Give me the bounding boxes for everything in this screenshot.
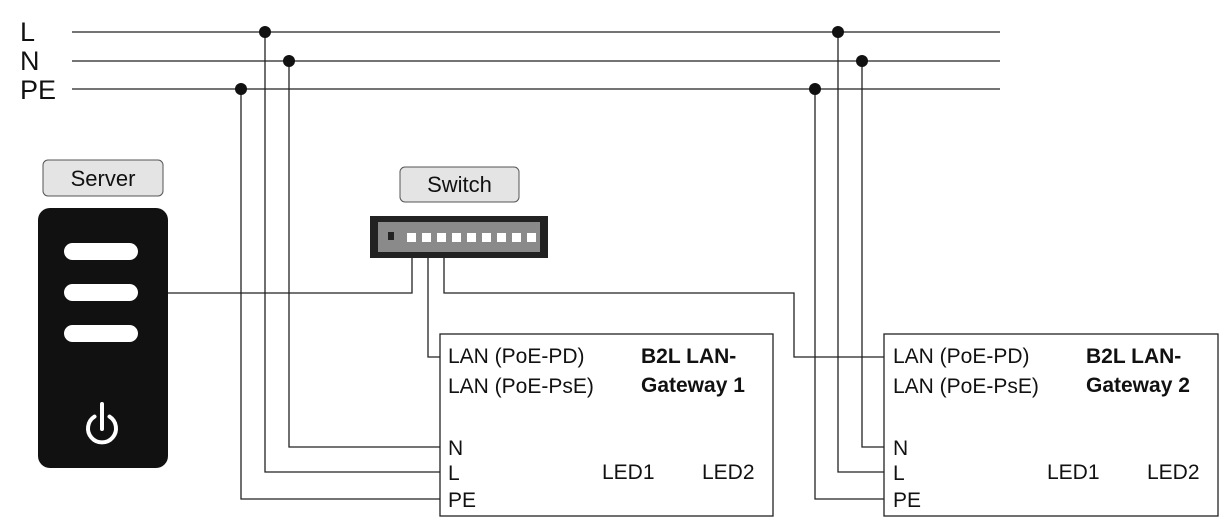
gateway1-port-lan-pse: LAN (PoE-PsE) xyxy=(448,375,594,398)
switch-label-tag xyxy=(399,166,520,203)
gateway2-port-n: N xyxy=(893,437,908,460)
power-icon xyxy=(86,402,118,445)
junction-dot xyxy=(832,26,844,38)
wire-pe-gateway2 xyxy=(814,89,884,500)
gateway1-port-l: L xyxy=(448,462,460,485)
switch[interactable]: Switch xyxy=(370,166,548,258)
gateway2[interactable]: LAN (PoE-PD) LAN (PoE-PsE) B2L LAN- Gate… xyxy=(883,333,1219,517)
wire-lan-gateway1 xyxy=(427,258,440,358)
gateway1-port-pe: PE xyxy=(448,489,476,512)
gateway2-port-lan-pse: LAN (PoE-PsE) xyxy=(893,375,1039,398)
gateway1-port-n: N xyxy=(448,437,463,460)
gateway1[interactable]: LAN (PoE-PD) LAN (PoE-PsE) B2L LAN- Gate… xyxy=(439,333,774,517)
junction-dot xyxy=(856,55,868,67)
gateway1-power-wires xyxy=(235,26,440,500)
junction-dot xyxy=(259,26,271,38)
gateway2-led2: LED2 xyxy=(1147,461,1200,484)
bus-label-pe: PE xyxy=(20,75,56,105)
switch-label: Switch xyxy=(427,172,492,197)
gateway2-power-wires xyxy=(809,26,884,500)
junction-dot xyxy=(283,55,295,67)
wire-l-gateway1 xyxy=(264,32,440,473)
gateway2-led1: LED1 xyxy=(1047,461,1100,484)
network-switch-icon[interactable] xyxy=(370,216,548,258)
gateway1-port-lan-pd: LAN (PoE-PD) xyxy=(448,345,585,368)
gateway2-port-l: L xyxy=(893,462,905,485)
gateway1-title-line2: Gateway 1 xyxy=(641,374,745,397)
power-bus: L N PE xyxy=(20,17,1000,105)
wire-l-gateway2 xyxy=(837,32,884,473)
wire-lan-server xyxy=(168,258,413,294)
bus-label-n: N xyxy=(20,46,40,76)
junction-dot xyxy=(235,83,247,95)
wire-n-gateway1 xyxy=(288,61,440,448)
junction-dot xyxy=(809,83,821,95)
server-label-tag xyxy=(42,159,164,197)
gateway2-box xyxy=(883,333,1219,517)
gateway2-port-lan-pd: LAN (PoE-PD) xyxy=(893,345,1030,368)
gateway2-title-line2: Gateway 2 xyxy=(1086,374,1190,397)
wire-lan-gateway2 xyxy=(443,258,884,358)
wire-n-gateway2 xyxy=(861,61,884,448)
gateway1-led1: LED1 xyxy=(602,461,655,484)
server[interactable]: Server xyxy=(38,159,168,468)
gateway2-port-pe: PE xyxy=(893,489,921,512)
lan-wires xyxy=(168,258,884,358)
gateway1-box xyxy=(439,333,774,517)
gateway1-title-line1: B2L LAN- xyxy=(641,345,736,368)
wire-pe-gateway1 xyxy=(240,89,440,500)
server-label: Server xyxy=(71,166,136,191)
server-tower-icon[interactable] xyxy=(38,208,168,468)
gateway2-title-line1: B2L LAN- xyxy=(1086,345,1181,368)
bus-label-l: L xyxy=(20,17,35,47)
gateway1-led2: LED2 xyxy=(702,461,755,484)
